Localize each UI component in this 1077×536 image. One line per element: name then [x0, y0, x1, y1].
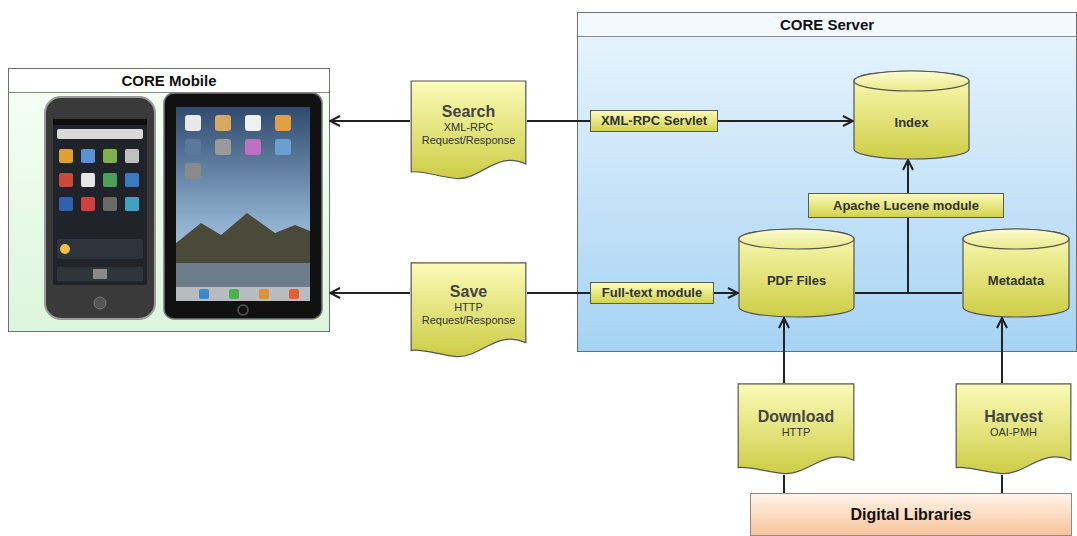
panel-title: CORE Mobile: [9, 69, 329, 93]
dock-icon: [229, 289, 239, 299]
device-illustration: [9, 93, 329, 331]
cylinder-top: [739, 229, 854, 249]
text-block: SearchXML-RPC Request/Response: [413, 102, 524, 147]
app-icon: [81, 173, 95, 187]
text-block: Digital Libraries: [751, 505, 1071, 524]
module-box: Full-text module: [590, 282, 714, 304]
request-document: SearchXML-RPC Request/Response: [410, 80, 527, 180]
phone-picture: [45, 97, 155, 319]
dock-grid: [93, 269, 107, 279]
cylinder-top: [854, 71, 969, 91]
app-icon: [103, 173, 117, 187]
source-box: Digital Libraries: [750, 493, 1072, 536]
node-subtitle: OAI-PMH: [958, 426, 1069, 439]
app-icon: [275, 139, 291, 155]
lake: [176, 263, 310, 287]
phone-body: [45, 97, 155, 319]
dock-icon: [259, 289, 269, 299]
app-icon: [125, 149, 139, 163]
node-subtitle: HTTP Request/Response: [413, 301, 524, 327]
client-panel: CORE Mobile: [8, 68, 330, 332]
document-shape: [411, 263, 526, 357]
app-icon: [103, 197, 117, 211]
weather-sun: [60, 244, 70, 254]
tablet-picture: [164, 93, 322, 319]
app-icon: [59, 173, 73, 187]
cylinder-top: [963, 229, 1069, 249]
app-icon: [125, 197, 139, 211]
node-title: Search: [413, 102, 524, 121]
document-shape: [738, 384, 854, 474]
tablet-body: [164, 93, 322, 319]
node-title: Download: [740, 407, 852, 426]
app-icon: [215, 139, 231, 155]
module-box: Apache Lucene module: [808, 193, 1004, 218]
app-icon: [245, 139, 261, 155]
text-block: XML-RPC Servlet: [594, 113, 714, 129]
app-icon: [59, 149, 73, 163]
app-icon: [125, 173, 139, 187]
status-bar: [53, 119, 147, 125]
text-block: Apache Lucene module: [812, 198, 1000, 214]
app-icon: [215, 115, 231, 131]
connector-line: [330, 292, 410, 294]
weather-widget: [57, 239, 143, 259]
text-block: HarvestOAI-PMH: [958, 407, 1069, 439]
node-title: Apache Lucene module: [812, 198, 1000, 214]
database-cylinder: Metadata: [962, 228, 1070, 318]
dock-icon: [289, 289, 299, 299]
node-title: XML-RPC Servlet: [594, 113, 714, 129]
node-title: Digital Libraries: [751, 505, 1071, 524]
node-title: Harvest: [958, 407, 1069, 426]
app-icon: [103, 149, 117, 163]
node-title: Save: [413, 282, 524, 301]
text-block: Full-text module: [594, 285, 710, 301]
database-cylinder: PDF Files: [738, 228, 855, 318]
node-title: Full-text module: [594, 285, 710, 301]
dock-icon: [199, 289, 209, 299]
app-icon: [81, 149, 95, 163]
panel-title: CORE Server: [578, 13, 1076, 37]
home-button: [238, 305, 248, 315]
app-icon: [245, 115, 261, 131]
app-icon: [81, 197, 95, 211]
text-block: Index: [856, 115, 967, 131]
cylinder-body: [739, 229, 854, 317]
document-shape: [411, 81, 526, 179]
text-block: Metadata: [965, 273, 1067, 289]
text-block: DownloadHTTP: [740, 407, 852, 439]
request-document: SaveHTTP Request/Response: [410, 262, 527, 358]
connector-line: [330, 120, 410, 122]
search-bar: [57, 129, 143, 139]
app-icon: [185, 115, 201, 131]
node-subtitle: XML-RPC Request/Response: [413, 121, 524, 147]
phone-dock: [57, 267, 143, 281]
connector-line: [783, 475, 785, 493]
app-icon: [275, 115, 291, 131]
node-title: Metadata: [965, 273, 1067, 289]
document-shape: [956, 384, 1071, 474]
tablet-dock: [176, 287, 310, 301]
protocol-document: HarvestOAI-PMH: [955, 383, 1072, 475]
node-title: Index: [856, 115, 967, 131]
mountains: [176, 213, 310, 265]
cylinder-body: [854, 71, 969, 159]
cylinder-body: [963, 229, 1069, 317]
app-icon: [185, 163, 201, 179]
app-icon: [59, 197, 73, 211]
node-title: PDF Files: [741, 273, 852, 289]
server-panel: CORE ServerXML-RPC Servlet IndexApache Lu…: [577, 12, 1077, 352]
servlet-box: XML-RPC Servlet: [590, 110, 718, 132]
trackball: [94, 297, 106, 309]
database-cylinder: Index: [853, 70, 970, 160]
connector-line: [1001, 475, 1003, 493]
text-block: PDF Files: [741, 273, 852, 289]
app-icon: [185, 139, 201, 155]
node-subtitle: HTTP: [740, 426, 852, 439]
tablet-screen: [176, 107, 310, 301]
protocol-document: DownloadHTTP: [737, 383, 855, 475]
phone-screen: [53, 119, 147, 285]
text-block: SaveHTTP Request/Response: [413, 282, 524, 327]
